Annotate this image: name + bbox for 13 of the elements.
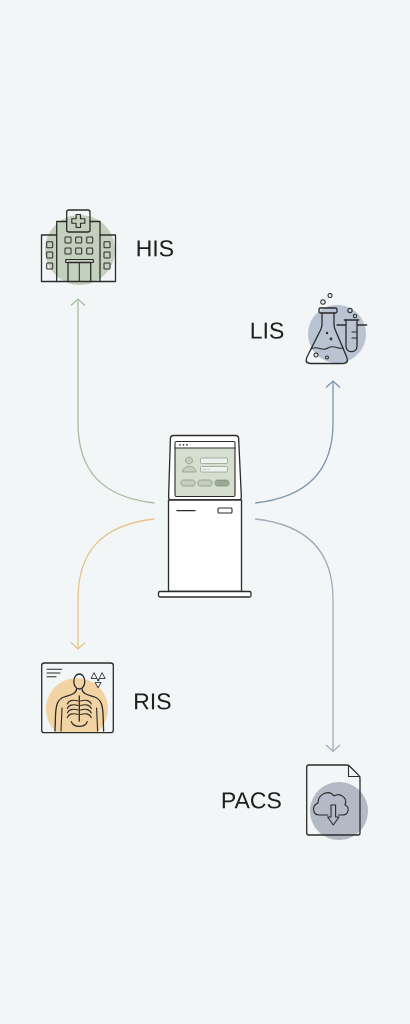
arrow	[70, 518, 155, 650]
arrow	[254, 380, 341, 504]
kiosk-illustration	[157, 434, 252, 598]
hospital-icon	[40, 209, 117, 285]
lab-flask-icon	[305, 293, 368, 365]
system-label: PACS	[222, 792, 281, 809]
system-label: HIS	[137, 240, 173, 257]
arrow	[254, 518, 341, 753]
system-label: RIS	[135, 693, 171, 710]
arrow	[70, 298, 155, 504]
cloud-document-icon	[306, 764, 368, 840]
xray-icon	[41, 662, 114, 734]
system-label: LIS	[251, 322, 284, 339]
